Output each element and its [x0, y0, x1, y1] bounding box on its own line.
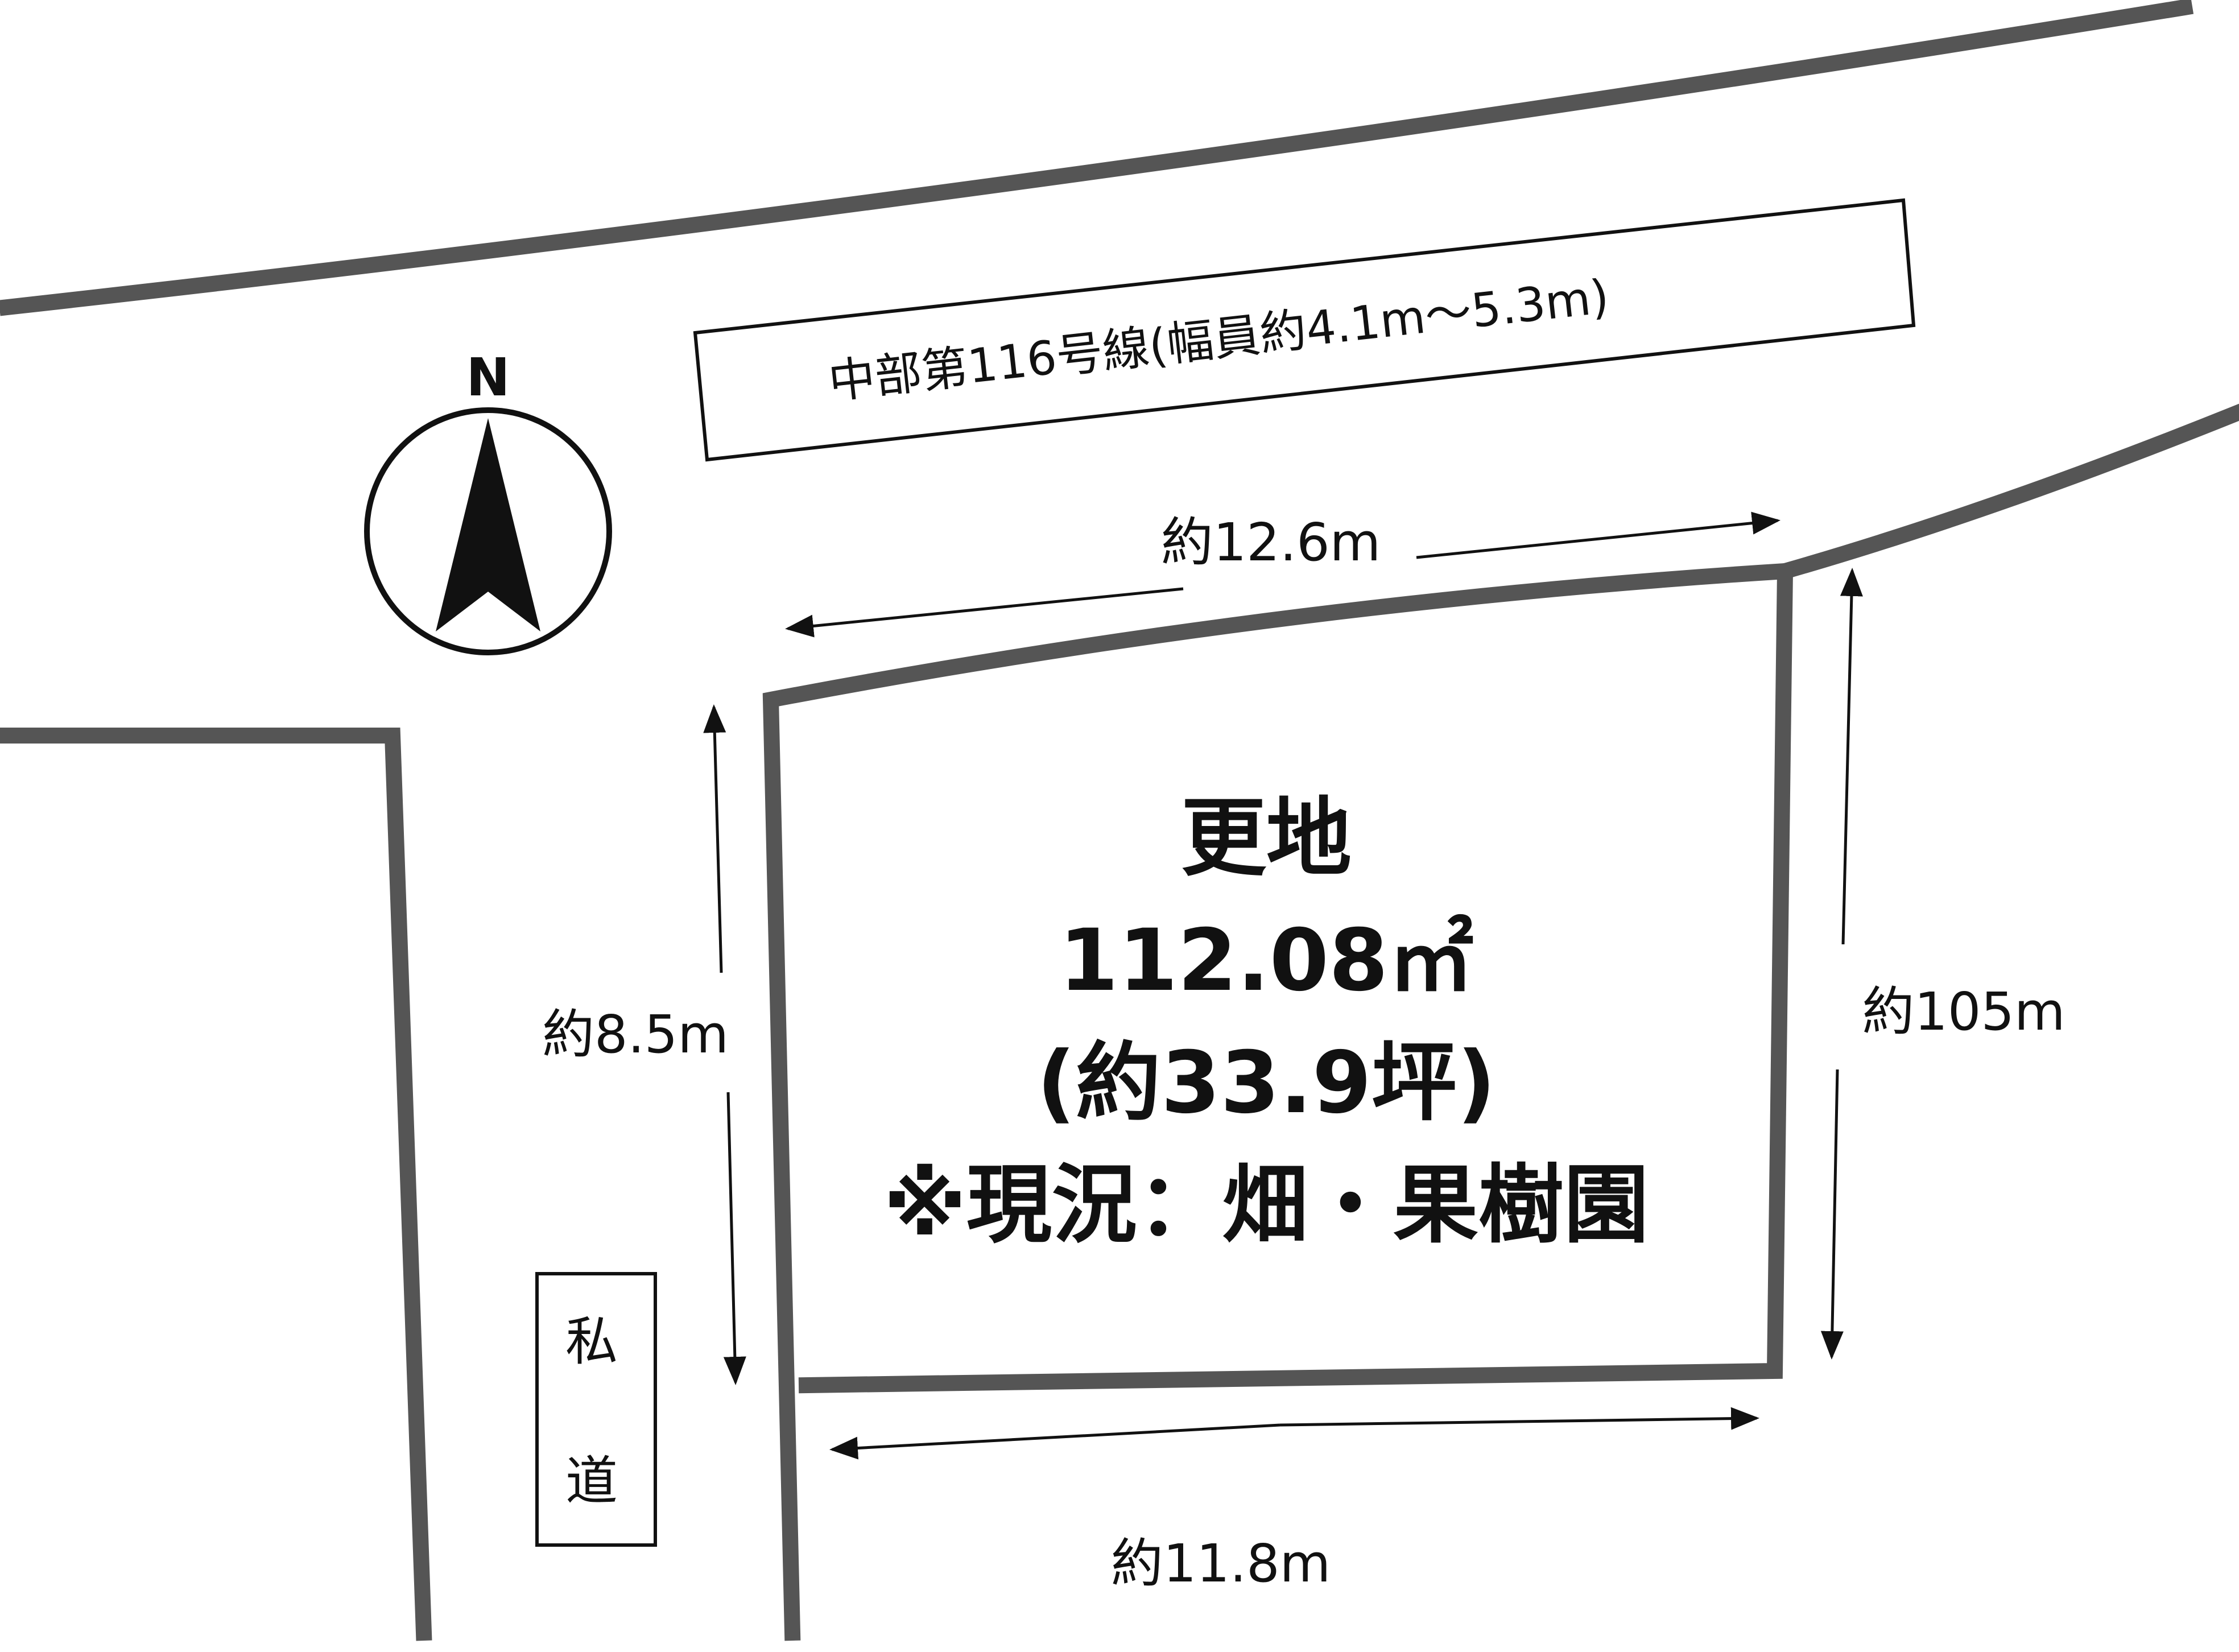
- dim-bottom-label: 約11.8m: [1111, 1533, 1331, 1594]
- lot-area-tsubo: (約33.9坪): [1036, 1034, 1496, 1133]
- private-road-char-2: 道: [565, 1451, 618, 1511]
- compass-circle: [364, 407, 612, 655]
- dim-right-arrow-up: [1840, 568, 1863, 945]
- north-arrow-icon: [436, 418, 540, 631]
- road-label: 中部第116号線(幅員約4.1m～5.3m): [826, 270, 1612, 410]
- dim-bottom-arrow-left: [829, 1423, 1280, 1460]
- private-road-label-box: 私 道: [535, 1272, 657, 1547]
- dim-top-arrow-left: [785, 587, 1184, 638]
- private-road-char-1: 私: [565, 1311, 618, 1372]
- dim-right-arrow-down: [1820, 1069, 1844, 1360]
- lot-current-use: ※現況：畑・果樹園: [883, 1156, 1649, 1255]
- compass-label: N: [466, 347, 510, 408]
- dim-left-label: 約8.5m: [542, 1004, 729, 1065]
- dim-top-label: 約12.6m: [1161, 512, 1381, 573]
- road-label-box: 中部第116号線(幅員約4.1m～5.3m): [693, 198, 1916, 462]
- main-road-south-edge: [1775, 403, 2239, 581]
- neighbor-block-boundary: [0, 728, 432, 1641]
- lot-type: 更地: [1181, 789, 1352, 888]
- lot-boundary: [762, 563, 1794, 1641]
- dim-right-label: 約105m: [1862, 981, 2065, 1042]
- main-road-north-edge: [0, 0, 2194, 316]
- dim-left-arrow-up: [703, 704, 726, 973]
- dim-bottom-arrow-right: [1279, 1407, 1759, 1430]
- north-compass: N: [364, 347, 612, 655]
- lot-area-sqm: 112.08㎡: [1059, 911, 1474, 1010]
- dim-top-arrow-right: [1416, 511, 1781, 559]
- dim-left-arrow-down: [723, 1092, 746, 1385]
